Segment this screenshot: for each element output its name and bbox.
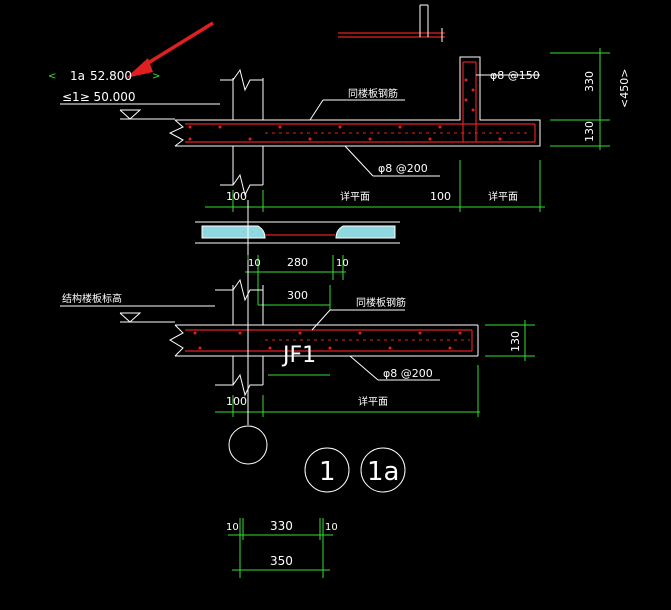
red-pointer-arrow bbox=[126, 21, 214, 78]
top-fragment bbox=[338, 4, 445, 42]
dim-330-vertical: 330 bbox=[583, 71, 596, 92]
dim-280: 280 bbox=[287, 256, 308, 269]
upper-dimension-row: 100 详平面 100 详平面 bbox=[205, 160, 545, 212]
right-vertical-dimensions: 330 130 <450> bbox=[550, 48, 631, 150]
svg-text:<: < bbox=[48, 71, 56, 82]
detail-label-jf1: JF1 bbox=[281, 343, 316, 368]
elevation-tag: 1a bbox=[70, 69, 85, 83]
bottom-dimensions: 10 330 10 350 bbox=[226, 518, 338, 578]
dim-130-vertical: 130 bbox=[583, 121, 596, 142]
dim-450-vertical: <450> bbox=[618, 69, 631, 108]
dim-10-left: 10 bbox=[248, 258, 261, 269]
dim-10-bottom-right: 10 bbox=[325, 522, 338, 533]
see-plan-lower: 详平面 bbox=[358, 395, 388, 408]
dim-330-horizontal: 330 bbox=[270, 519, 293, 533]
bubble-1a-label: 1a bbox=[367, 457, 399, 487]
upper-slab-section: 同楼板钢筋 φ8 @200 φ8 @150 bbox=[168, 56, 541, 197]
dim-100-upper-right: 100 bbox=[430, 190, 451, 203]
lower-dimension-row: 100 详平面 bbox=[215, 365, 480, 417]
bubble-1a[interactable] bbox=[360, 447, 406, 493]
bubble-1[interactable] bbox=[304, 447, 350, 493]
waterstop-detail bbox=[195, 200, 400, 260]
rebar-lower-bottom-label: φ8 @200 bbox=[383, 367, 433, 380]
lower-right-dimension: 130 bbox=[485, 320, 535, 361]
lower-slab-section: 结构楼板标高 同楼板钢筋 φ8 @200 JF1 bbox=[60, 278, 479, 397]
dim-300: 300 bbox=[287, 289, 308, 302]
svg-text:>: > bbox=[152, 71, 160, 82]
dim-100-lower: 100 bbox=[226, 395, 247, 408]
see-plan-upper-1: 详平面 bbox=[340, 190, 370, 203]
dim-130-vertical-lower: 130 bbox=[509, 331, 522, 352]
rebar-upper-bottom-label: φ8 @200 bbox=[378, 162, 428, 175]
dim-10-bottom-left: 10 bbox=[226, 522, 239, 533]
see-plan-upper-2: 详平面 bbox=[488, 190, 518, 203]
struct-floor-label: 结构楼板标高 bbox=[62, 292, 122, 305]
dim-100-upper-left: 100 bbox=[226, 190, 247, 203]
elevation-value: 52.800 bbox=[90, 69, 132, 83]
rebar-side-label: φ8 @150 bbox=[490, 69, 540, 82]
middle-dimensions: 10 280 10 300 bbox=[245, 255, 349, 310]
rebar-upper-top-label: 同楼板钢筋 bbox=[348, 87, 398, 100]
dim-350: 350 bbox=[270, 554, 293, 568]
elevation-upper: < 1a 52.800 > ≤1≥ 50.000 bbox=[48, 69, 220, 120]
dim-10-right: 10 bbox=[336, 258, 349, 269]
bubble-1-label: 1 bbox=[319, 457, 336, 487]
axis-and-bubbles: 1 1a bbox=[228, 260, 406, 493]
rebar-lower-top-label: 同楼板钢筋 bbox=[356, 296, 406, 309]
elevation-lower-value: ≤1≥ 50.000 bbox=[62, 90, 136, 104]
